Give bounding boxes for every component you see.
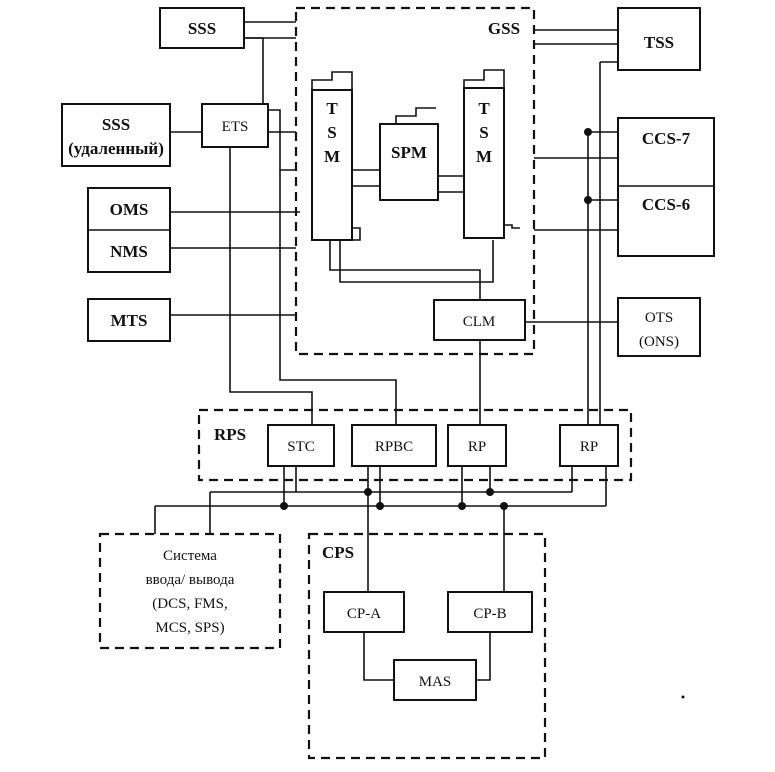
cpa-label: CP-A: [347, 606, 381, 622]
ets-box: [201, 103, 269, 148]
tsm-left-letter-m: M: [324, 147, 340, 166]
io-group-outline: [98, 532, 282, 650]
tsm-left-letter-t: T: [326, 99, 338, 118]
clm-label: CLM: [463, 314, 496, 330]
rps-label: RPS: [214, 425, 246, 444]
ots-sublabel: (ONS): [639, 334, 679, 350]
io-label-line4: MCS, SPS): [155, 620, 224, 636]
gss-label: GSS: [488, 19, 520, 38]
mas-box: [393, 659, 477, 701]
ots-box: [617, 297, 701, 357]
sss-remote-label: SSS: [102, 115, 130, 134]
sss-remote-sublabel: (удаленный): [68, 139, 164, 158]
oms-label: OMS: [110, 200, 149, 219]
clm-box: [433, 299, 526, 341]
ccs7-label: CCS-7: [642, 129, 691, 148]
mts-box: [87, 298, 171, 342]
cps-group-outline: [307, 532, 547, 760]
rps-group-outline: [197, 408, 633, 482]
io-label-line1: Система: [163, 548, 217, 564]
tsm-right-letter-s: S: [479, 123, 488, 142]
tsm-right-letter-m: M: [476, 147, 492, 166]
spm-label: SPM: [391, 143, 427, 162]
tss-label: TSS: [644, 33, 674, 52]
rpbc-label: RPBC: [375, 439, 413, 455]
cps-label: CPS: [322, 543, 354, 562]
stc-label: STC: [287, 439, 315, 455]
tsm-left-letter-s: S: [327, 123, 336, 142]
sss-box: [159, 7, 245, 49]
ccs6-label: CCS-6: [642, 195, 690, 214]
rp2-box: [559, 424, 619, 467]
tsm-right-letter-t: T: [478, 99, 490, 118]
stc-box: [267, 424, 335, 467]
ets-label: ETS: [222, 119, 249, 135]
tsm-right-box: [463, 87, 505, 239]
mts-label: MTS: [111, 311, 148, 330]
cpb-box: [447, 591, 533, 633]
cpb-label: CP-B: [473, 606, 506, 622]
rp1-label: RP: [468, 439, 486, 455]
nms-label: NMS: [110, 242, 148, 261]
junction-dots: [280, 128, 592, 510]
sss-remote-box: [61, 103, 171, 167]
ccs-box: [617, 117, 715, 257]
mas-label: MAS: [419, 674, 452, 690]
tsm-left-box: [311, 89, 353, 241]
sss-label: SSS: [188, 19, 216, 38]
rpbc-box: [351, 424, 437, 467]
rp1-box: [447, 424, 507, 467]
ots-label: OTS: [645, 310, 673, 326]
scan-speck: [681, 695, 685, 699]
tss-box: [617, 7, 701, 71]
cpa-box: [323, 591, 405, 633]
io-label-line2: ввода/ вывода: [146, 572, 235, 588]
gss-group-outline: [294, 6, 536, 356]
rp2-label: RP: [580, 439, 598, 455]
io-label-line3: (DCS, FMS,: [152, 596, 227, 612]
spm-box: [379, 123, 439, 201]
